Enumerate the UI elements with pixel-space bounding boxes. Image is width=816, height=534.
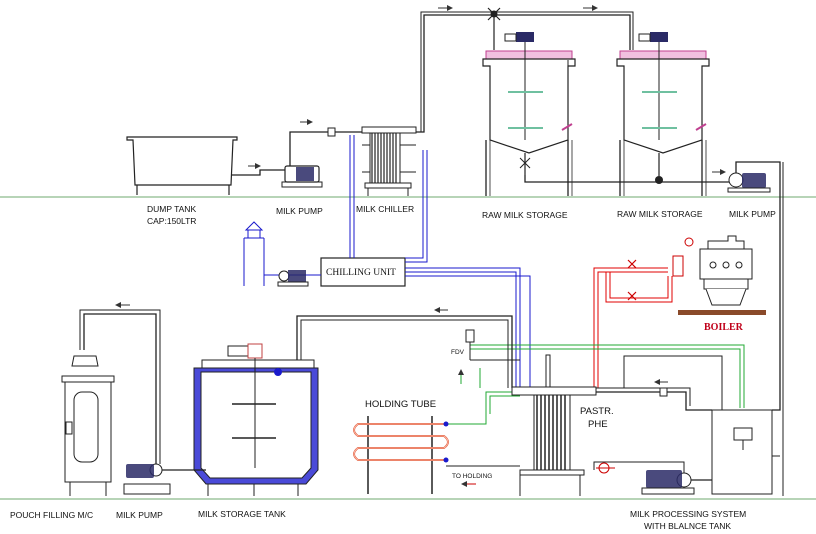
raw-milk-storage-2 [616, 32, 710, 196]
label-to-holding: TO HOLDING [452, 473, 492, 480]
boiler [672, 235, 766, 315]
pipe-phe-to-storage [296, 315, 513, 388]
label-dump-tank: DUMP TANK [147, 204, 196, 214]
milk-pump-1 [281, 165, 323, 188]
holding-tube [353, 416, 520, 494]
label-milk-processing-1: MILK PROCESSING SYSTEM [630, 509, 746, 519]
raw-milk-storage-1 [482, 32, 576, 196]
label-raw-milk-storage-1: RAW MILK STORAGE [482, 210, 568, 220]
steam-valve-1 [627, 259, 637, 269]
pipe-pump3-to-filler-outer [79, 309, 161, 464]
milk-pump-3 [123, 463, 206, 495]
label-fdv: FDV [451, 349, 465, 356]
pipe-pump2-to-balance [735, 161, 781, 411]
three-way-valve-top [487, 7, 501, 50]
label-holding-tube: HOLDING TUBE [365, 399, 436, 410]
chilling-compressor [243, 221, 321, 287]
steam-pipes [593, 267, 673, 388]
pipe-dump-to-pump [231, 169, 285, 176]
pasteurizer-phe [511, 354, 615, 496]
label-phe: PHE [588, 419, 608, 430]
pipe-phe-to-balance [596, 391, 712, 411]
hot-water-pipes [443, 344, 745, 425]
label-milk-storage-tank: MILK STORAGE TANK [198, 509, 286, 519]
label-pouch-filling: POUCH FILLING M/C [10, 510, 93, 520]
pipe-phe-to-balance-outer [596, 387, 691, 406]
steam-valve-2 [627, 291, 637, 301]
milk-pump-2 [727, 172, 771, 193]
label-chilling-unit: CHILLING UNIT [326, 268, 396, 278]
label-milk-pump-2: MILK PUMP [729, 209, 776, 219]
label-milk-pump-3: MILK PUMP [116, 510, 163, 520]
pipe-phe-to-storage-inner [300, 319, 509, 388]
pipe-pump3-to-filler [83, 313, 157, 464]
label-dump-tank-cap: CAP:150LTR [147, 216, 196, 226]
dump-tank [126, 136, 238, 195]
label-raw-milk-storage-2: RAW MILK STORAGE [617, 209, 703, 219]
chilling-unit [320, 257, 406, 287]
valve [327, 127, 336, 137]
pipe-storage-outlet [524, 175, 730, 183]
label-pastr: PASTR. [580, 406, 614, 417]
pipe-return [623, 355, 723, 410]
milk-storage-tank [193, 343, 319, 496]
label-boiler: BOILER [704, 322, 744, 333]
pouch-filling-machine [61, 355, 115, 496]
label-milk-processing-2: WITH BLALNCE TANK [644, 521, 731, 531]
label-milk-chiller: MILK CHILLER [356, 204, 414, 214]
label-milk-pump-1: MILK PUMP [276, 206, 323, 216]
pipe-chiller-to-storage-outer [420, 11, 634, 132]
valve [659, 387, 668, 397]
milk-chiller [361, 126, 417, 196]
pipe-pump-to-chiller [289, 131, 362, 166]
milk-pump-4 [593, 461, 712, 495]
balance-tank [711, 409, 780, 495]
